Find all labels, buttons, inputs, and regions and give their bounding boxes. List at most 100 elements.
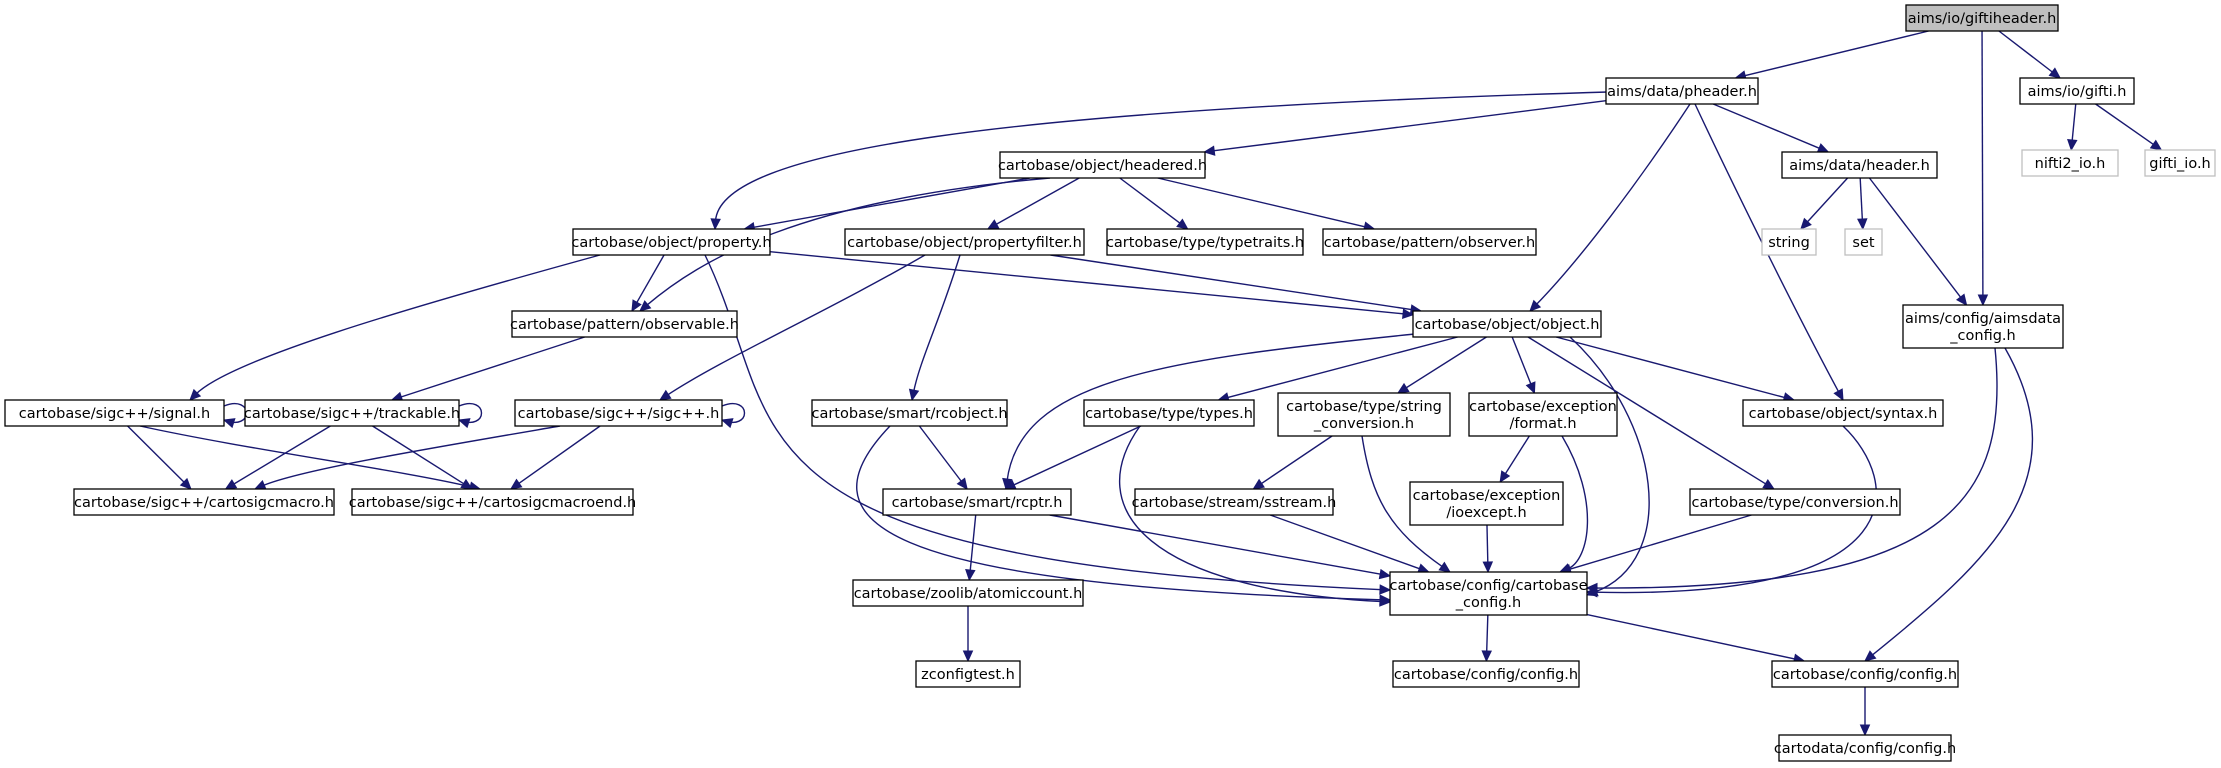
edge-line <box>1694 103 1840 394</box>
arrowhead <box>1438 561 1451 573</box>
edge-object-to-format <box>1511 336 1536 395</box>
node-aimsdata-config[interactable]: aims/config/aimsdata_config.h <box>1902 304 2064 349</box>
node-string[interactable]: string <box>1761 228 1817 256</box>
edge-line <box>372 425 466 486</box>
node-cartobase-config[interactable]: cartobase/config/cartobase_config.h <box>1389 571 1588 616</box>
node-rcptr[interactable]: cartobase/smart/rcptr.h <box>882 488 1072 516</box>
node-box <box>1844 228 1883 256</box>
node-label: cartobase/type/string <box>1286 399 1442 415</box>
arrowhead <box>1499 470 1511 484</box>
node-label: gifti_io.h <box>2149 156 2211 172</box>
edge-line <box>769 250 1406 315</box>
node-object[interactable]: cartobase/object/object.h <box>1412 310 1602 338</box>
node-ioexcept[interactable]: cartobase/exception/ioexcept.h <box>1409 481 1564 526</box>
arrowhead <box>460 478 474 490</box>
edge-property-to-object <box>769 250 1415 319</box>
node-label: cartobase/sigc++/cartosigcmacro.h <box>74 495 334 511</box>
arrowhead <box>1585 586 1598 598</box>
edge-ioexcept-to-cartobase_config <box>1482 524 1494 574</box>
node-sstream[interactable]: cartobase/stream/sstream.h <box>1132 488 1337 516</box>
node-cartosigcmacro[interactable]: cartobase/sigc++/cartosigcmacro.h <box>73 488 335 516</box>
node-zconfigtest[interactable]: zconfigtest.h <box>915 660 1021 688</box>
node-cb-config[interactable]: cartobase/config/config.h <box>1392 660 1580 688</box>
node-label: cartobase/object/syntax.h <box>1749 406 1938 422</box>
node-conversion[interactable]: cartobase/type/conversion.h <box>1689 488 1901 516</box>
edge-giftiheader-to-aimsdata_config <box>1977 30 1989 307</box>
arrowhead <box>1864 650 1877 662</box>
node-label: cartodata/config/config.h <box>1774 741 1956 757</box>
edge-sstream-to-cartobase_config <box>1269 514 1430 574</box>
edge-line <box>1212 100 1607 152</box>
node-box <box>1412 310 1602 338</box>
node-box <box>1322 228 1537 256</box>
node-header[interactable]: aims/data/header.h <box>1781 151 1938 179</box>
node-cartosigcmacroend[interactable]: cartobase/sigc++/cartosigcmacroend.h <box>349 488 637 516</box>
edge-propertyfilter-to-rcobject <box>908 254 961 402</box>
node-headered[interactable]: cartobase/object/headered.h <box>998 151 1207 179</box>
arrowhead <box>1762 478 1776 490</box>
edge-line <box>2095 103 2156 146</box>
edge-header-to-string <box>1800 177 1849 230</box>
edge-line <box>1981 30 1984 298</box>
edge-giftiheader-to-pheader <box>1734 30 1929 81</box>
node-set[interactable]: set <box>1844 228 1883 256</box>
node-syntax[interactable]: cartobase/object/syntax.h <box>1742 399 1944 427</box>
edge-line <box>1527 336 1768 486</box>
node-cb-config2[interactable]: cartobase/config/config.h <box>1771 660 1959 688</box>
node-nifti2-io[interactable]: nifti2_io.h <box>2021 149 2119 177</box>
node-label: cartobase/sigc++/cartosigcmacroend.h <box>349 495 637 511</box>
edge-pheader-to-object <box>1529 103 1691 312</box>
arrowhead <box>224 479 238 490</box>
arrowhead <box>986 219 1000 230</box>
node-property[interactable]: cartobase/object/property.h <box>571 228 772 256</box>
node-types[interactable]: cartobase/type/types.h <box>1083 399 1255 427</box>
node-format[interactable]: cartobase/exception/format.h <box>1468 392 1618 437</box>
node-label: _config.h <box>1949 328 2015 344</box>
node-box <box>1389 571 1588 616</box>
edge-observable-to-trackable <box>390 336 585 402</box>
edge-property-to-observable <box>631 254 665 313</box>
node-signal[interactable]: cartobase/sigc++/signal.h <box>4 399 225 427</box>
edge-line <box>1486 524 1489 565</box>
node-pheader[interactable]: aims/data/pheader.h <box>1605 77 1759 105</box>
node-label: aims/io/gifti.h <box>2028 84 2127 100</box>
edge-sigcpp-to-sigcpp <box>720 403 746 429</box>
node-typetraits[interactable]: cartobase/type/typetraits.h <box>1106 228 1304 256</box>
arrowhead <box>1482 561 1494 574</box>
node-rcobject[interactable]: cartobase/smart/rcobject.h <box>811 399 1008 427</box>
arrowhead <box>710 218 721 231</box>
edge-line <box>195 254 601 395</box>
edge-cartobase_config-to-cb_config <box>1481 614 1493 663</box>
node-label: cartobase/pattern/observable.h <box>510 317 739 333</box>
edge-header-to-aimsdata_config <box>1868 177 1968 306</box>
edge-line <box>1870 347 2034 657</box>
node-atomiccount[interactable]: cartobase/zoolib/atomiccount.h <box>852 579 1084 607</box>
edge-rcobject-to-rcptr <box>918 425 968 490</box>
node-cartodata-config[interactable]: cartodata/config/config.h <box>1774 734 1956 762</box>
edge-line <box>1743 30 1929 77</box>
node-observer[interactable]: cartobase/pattern/observer.h <box>1322 228 1537 256</box>
node-gifti-io[interactable]: gifti_io.h <box>2144 149 2216 177</box>
node-sigcpp[interactable]: cartobase/sigc++/sigc++.h <box>514 399 723 427</box>
node-gifti[interactable]: aims/io/gifti.h <box>2019 77 2135 105</box>
node-string-conversion[interactable]: cartobase/type/string_conversion.h <box>1277 392 1451 437</box>
arrowhead <box>965 569 976 582</box>
node-label: _config.h <box>1455 595 1521 611</box>
arrowhead <box>631 299 642 313</box>
node-giftiheader[interactable]: aims/io/giftiheader.h <box>1905 4 2059 32</box>
node-box <box>2144 149 2216 177</box>
edge-line <box>1049 514 1383 576</box>
edge-line <box>1485 614 1489 654</box>
node-label: cartobase/object/propertyfilter.h <box>847 235 1082 251</box>
edge-line <box>1594 347 1998 589</box>
node-box <box>511 310 738 338</box>
node-observable[interactable]: cartobase/pattern/observable.h <box>510 310 739 338</box>
node-trackable[interactable]: cartobase/sigc++/trackable.h <box>244 399 460 427</box>
node-label: cartobase/config/config.h <box>1773 667 1957 683</box>
arrowhead <box>720 418 734 429</box>
arrowhead <box>1396 382 1410 394</box>
node-box <box>1392 660 1580 688</box>
node-label: cartobase/exception <box>1413 488 1561 504</box>
node-propertyfilter[interactable]: cartobase/object/propertyfilter.h <box>844 228 1085 256</box>
